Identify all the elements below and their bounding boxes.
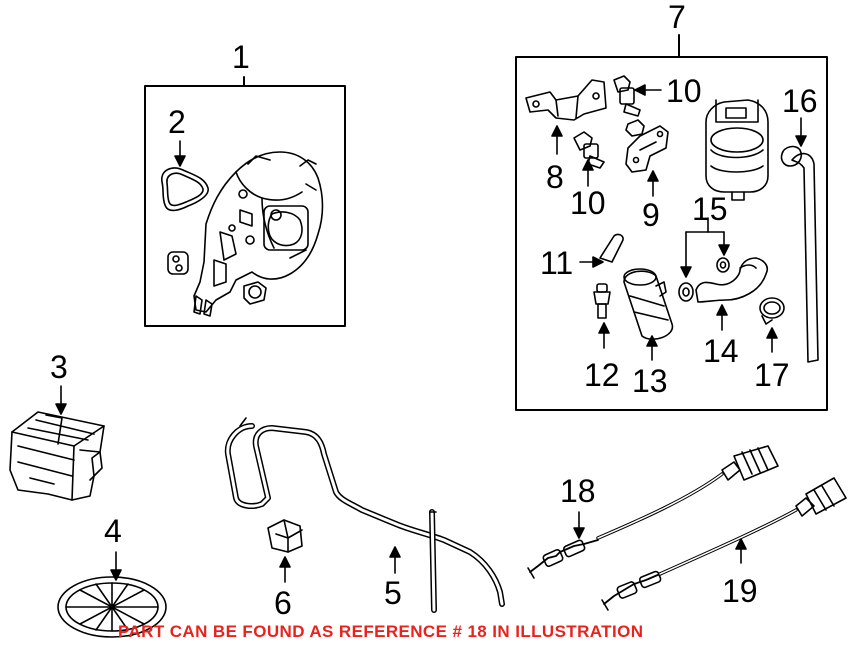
reference-caption: PART CAN BE FOUND AS REFERENCE # 18 IN I… — [118, 622, 644, 641]
connector-part — [593, 283, 611, 319]
callout-10-bottom: 10 — [570, 185, 606, 221]
pipe-part — [224, 417, 505, 613]
arrow-14 — [716, 304, 728, 331]
callout-2: 2 — [168, 104, 186, 140]
callout-9: 9 — [642, 197, 660, 233]
arrow-16 — [795, 117, 807, 147]
arrow-13 — [646, 335, 658, 361]
arrow-8 — [551, 125, 563, 155]
arrow-5 — [389, 546, 401, 574]
callout-13: 13 — [632, 363, 668, 399]
arrow-19 — [735, 538, 747, 564]
callout-10-top: 10 — [666, 73, 702, 109]
clip-bracket-part — [625, 125, 669, 173]
arrow-10-bottom — [582, 159, 594, 187]
gasket-part — [161, 167, 209, 212]
seal-ring-part-1 — [678, 282, 694, 302]
callout-1: 1 — [232, 39, 250, 75]
hose-part — [695, 257, 769, 303]
callout-8: 8 — [546, 159, 564, 195]
small-seal-part — [167, 251, 189, 275]
stud-part-upper — [613, 75, 641, 117]
arrow-11 — [579, 256, 604, 268]
arrow-12 — [598, 322, 610, 349]
callout-6: 6 — [274, 585, 292, 621]
seal-ring-part-2 — [716, 257, 730, 273]
callout-14: 14 — [703, 333, 739, 369]
arrow-18 — [573, 511, 585, 539]
callout-18: 18 — [560, 473, 596, 509]
pump-plug-part — [243, 281, 267, 305]
callout-15: 15 — [692, 191, 728, 227]
callout-5: 5 — [384, 575, 402, 611]
clamp-part — [759, 297, 785, 325]
vacuum-pump-part — [193, 151, 324, 317]
bracket-15 — [680, 217, 730, 278]
arrow-4 — [110, 551, 122, 581]
callout-11: 11 — [540, 245, 573, 281]
elbow-part — [599, 233, 624, 263]
arrow-17 — [766, 327, 778, 353]
oxygen-sensor-part-19 — [601, 477, 847, 611]
bracket-part — [525, 79, 607, 121]
clip-part — [267, 519, 303, 553]
nut-part — [625, 119, 645, 137]
arrow-10-top — [634, 84, 662, 96]
arrow-2 — [174, 140, 186, 167]
arrow-6 — [279, 556, 291, 583]
arrow-9 — [647, 170, 659, 197]
callout-3: 3 — [50, 349, 68, 385]
arrow-3 — [55, 385, 67, 415]
callout-17: 17 — [754, 357, 790, 393]
filter-part — [623, 268, 674, 340]
tube-part — [780, 145, 819, 363]
group-box-1 — [144, 76, 346, 327]
disc-part — [57, 576, 167, 638]
callout-7: 7 — [668, 0, 686, 35]
valve-assembly-part — [705, 99, 769, 201]
oxygen-sensor-part-18 — [527, 445, 779, 579]
control-unit-part — [9, 411, 105, 501]
callout-19: 19 — [722, 573, 758, 609]
group-box-7 — [515, 34, 828, 411]
callout-12: 12 — [584, 357, 620, 393]
callout-4: 4 — [104, 513, 122, 549]
callout-16: 16 — [782, 83, 818, 119]
